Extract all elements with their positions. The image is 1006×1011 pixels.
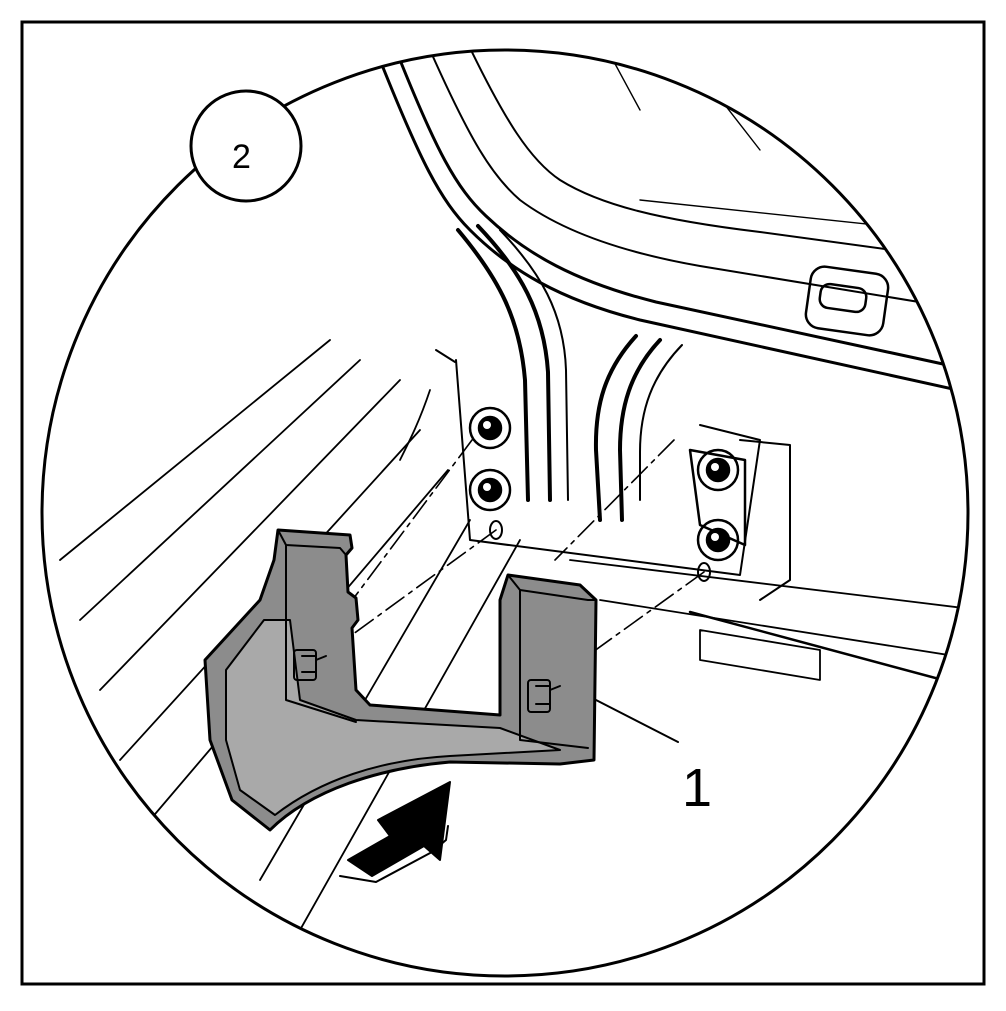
- clip-icon: [293, 649, 327, 681]
- step-badge: 2: [189, 89, 303, 203]
- hinge-arms: [456, 224, 683, 522]
- mounting-holes: [489, 520, 711, 582]
- bolt-icon: [468, 406, 512, 450]
- scene: [59, 50, 968, 931]
- mounting-plate: [435, 349, 791, 601]
- body-lines: [59, 339, 968, 931]
- bolt-icon-group: [468, 406, 740, 562]
- bolt-icon: [468, 468, 512, 512]
- detail-circle: [40, 48, 970, 978]
- handle-recess: [804, 265, 890, 337]
- bolt-icon: [696, 518, 740, 562]
- clip-icon: [527, 679, 561, 713]
- step-number: 2: [232, 138, 251, 176]
- bolt-icon: [696, 448, 740, 492]
- callout-leader: [595, 699, 679, 743]
- trim-cover: [203, 528, 598, 832]
- install-arrow-icon: [339, 781, 451, 883]
- callout-label-1: 1: [682, 758, 712, 818]
